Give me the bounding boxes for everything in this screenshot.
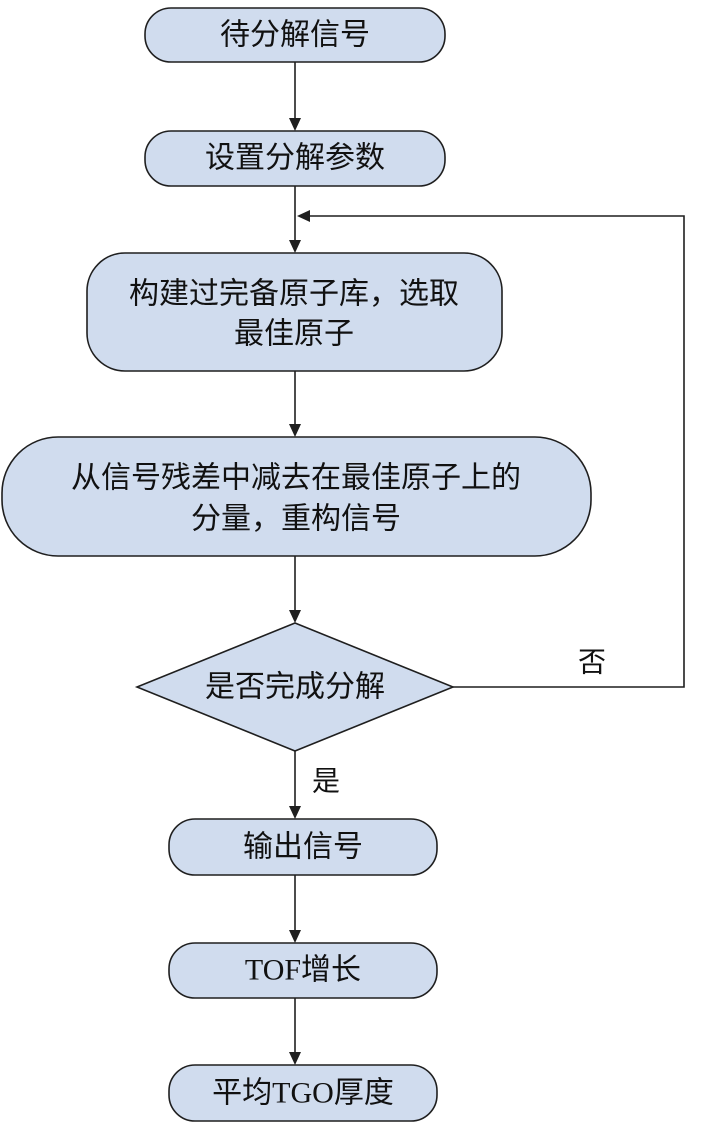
edge-no-label: 否 <box>578 648 606 679</box>
arrowhead-decision <box>289 610 301 623</box>
node-tgo-label: 平均TGO厚度 <box>212 1077 394 1110</box>
node-residual-shape <box>1 436 592 557</box>
node-start-shape <box>144 7 446 63</box>
node-tgo-shape <box>168 1064 438 1122</box>
node-tof: TOF增长 <box>168 942 438 999</box>
arrowhead-tof <box>289 930 301 943</box>
node-output-label: 输出信号 <box>243 831 363 864</box>
node-tgo: 平均TGO厚度 <box>168 1064 438 1122</box>
node-dictionary: 构建过完备原子库，选取 最佳原子 <box>86 252 503 372</box>
node-dictionary-label-line2: 最佳原子 <box>234 318 354 351</box>
arrowhead-loop-back <box>297 210 310 222</box>
node-residual-label-line1: 从信号残差中减去在最佳原子上的 <box>71 462 521 495</box>
edge-decision-loop-back <box>310 215 685 688</box>
node-start: 待分解信号 <box>144 7 446 63</box>
node-params-shape <box>144 130 446 187</box>
node-tof-label: TOF增长 <box>245 954 361 987</box>
node-params: 设置分解参数 <box>144 130 446 187</box>
node-output: 输出信号 <box>168 818 438 876</box>
node-residual-label-line2: 分量，重构信号 <box>191 503 401 536</box>
node-dictionary-label-line1: 构建过完备原子库，选取 <box>129 278 459 311</box>
arrowhead-params <box>289 118 301 131</box>
edge-yes-label: 是 <box>312 767 340 798</box>
arrowhead-dictionary <box>289 240 301 253</box>
arrowhead-residual <box>289 424 301 437</box>
node-decision-label: 是否完成分解 <box>205 671 385 704</box>
node-tof-shape <box>168 942 438 999</box>
edges <box>289 62 685 1065</box>
node-params-label: 设置分解参数 <box>205 142 385 175</box>
node-decision-shape <box>134 622 456 752</box>
node-start-label: 待分解信号 <box>220 19 370 52</box>
node-residual: 从信号残差中减去在最佳原子上的 分量，重构信号 <box>1 436 592 557</box>
node-dictionary-shape <box>86 252 503 372</box>
arrowhead-output <box>289 806 301 819</box>
node-decision: 是否完成分解 <box>134 622 456 752</box>
arrowhead-tgo <box>289 1052 301 1065</box>
node-output-shape <box>168 818 438 876</box>
